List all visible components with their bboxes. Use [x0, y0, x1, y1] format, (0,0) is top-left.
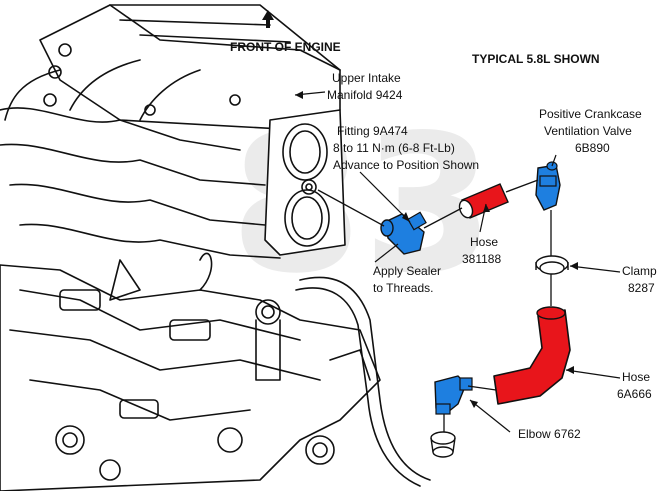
hose-6a666-label-1: Hose — [622, 370, 650, 384]
pcv-label-2: Ventilation Valve — [544, 124, 632, 138]
grommet — [430, 431, 456, 458]
fitting-label-3: Advance to Position Shown — [333, 158, 479, 172]
engine-line-art — [0, 4, 431, 491]
apply-sealer-label-1: Apply Sealer — [373, 264, 441, 278]
fitting-label-2: 8 to 11 N·m (6-8 Ft-Lb) — [333, 141, 455, 155]
hose-6a666-label-2: 6A666 — [617, 387, 652, 401]
elbow-6762 — [434, 375, 473, 415]
clamp-label-2: 8287 — [628, 281, 655, 295]
leader-lines — [294, 91, 621, 433]
pcv-label-3: 6B890 — [575, 141, 610, 155]
fitting-label-1: Fitting 9A474 — [337, 124, 408, 138]
front-arrow-icon — [262, 10, 274, 28]
pcv-label-1: Positive Crankcase — [539, 107, 642, 121]
typical-label: TYPICAL 5.8L SHOWN — [472, 52, 600, 66]
clamp-label-1: Clamp — [622, 264, 657, 278]
elbow-label: Elbow 6762 — [518, 427, 581, 441]
hose-381188 — [458, 183, 509, 219]
upper-intake-label-2: Manifold 9424 — [327, 88, 403, 102]
leader-arrowheads — [295, 91, 578, 408]
apply-sealer-label-2: to Threads. — [373, 281, 433, 295]
hose-6a666 — [493, 306, 571, 405]
hose-381188-label-2: 381188 — [462, 252, 501, 266]
upper-intake-label-1: Upper Intake — [332, 71, 401, 85]
clamp-8287 — [535, 255, 569, 275]
hose-381188-label-1: Hose — [470, 235, 498, 249]
front-of-engine-label: FRONT OF ENGINE — [230, 40, 341, 54]
pcv-valve-6b890 — [535, 161, 561, 211]
assembly-lines — [317, 179, 552, 432]
